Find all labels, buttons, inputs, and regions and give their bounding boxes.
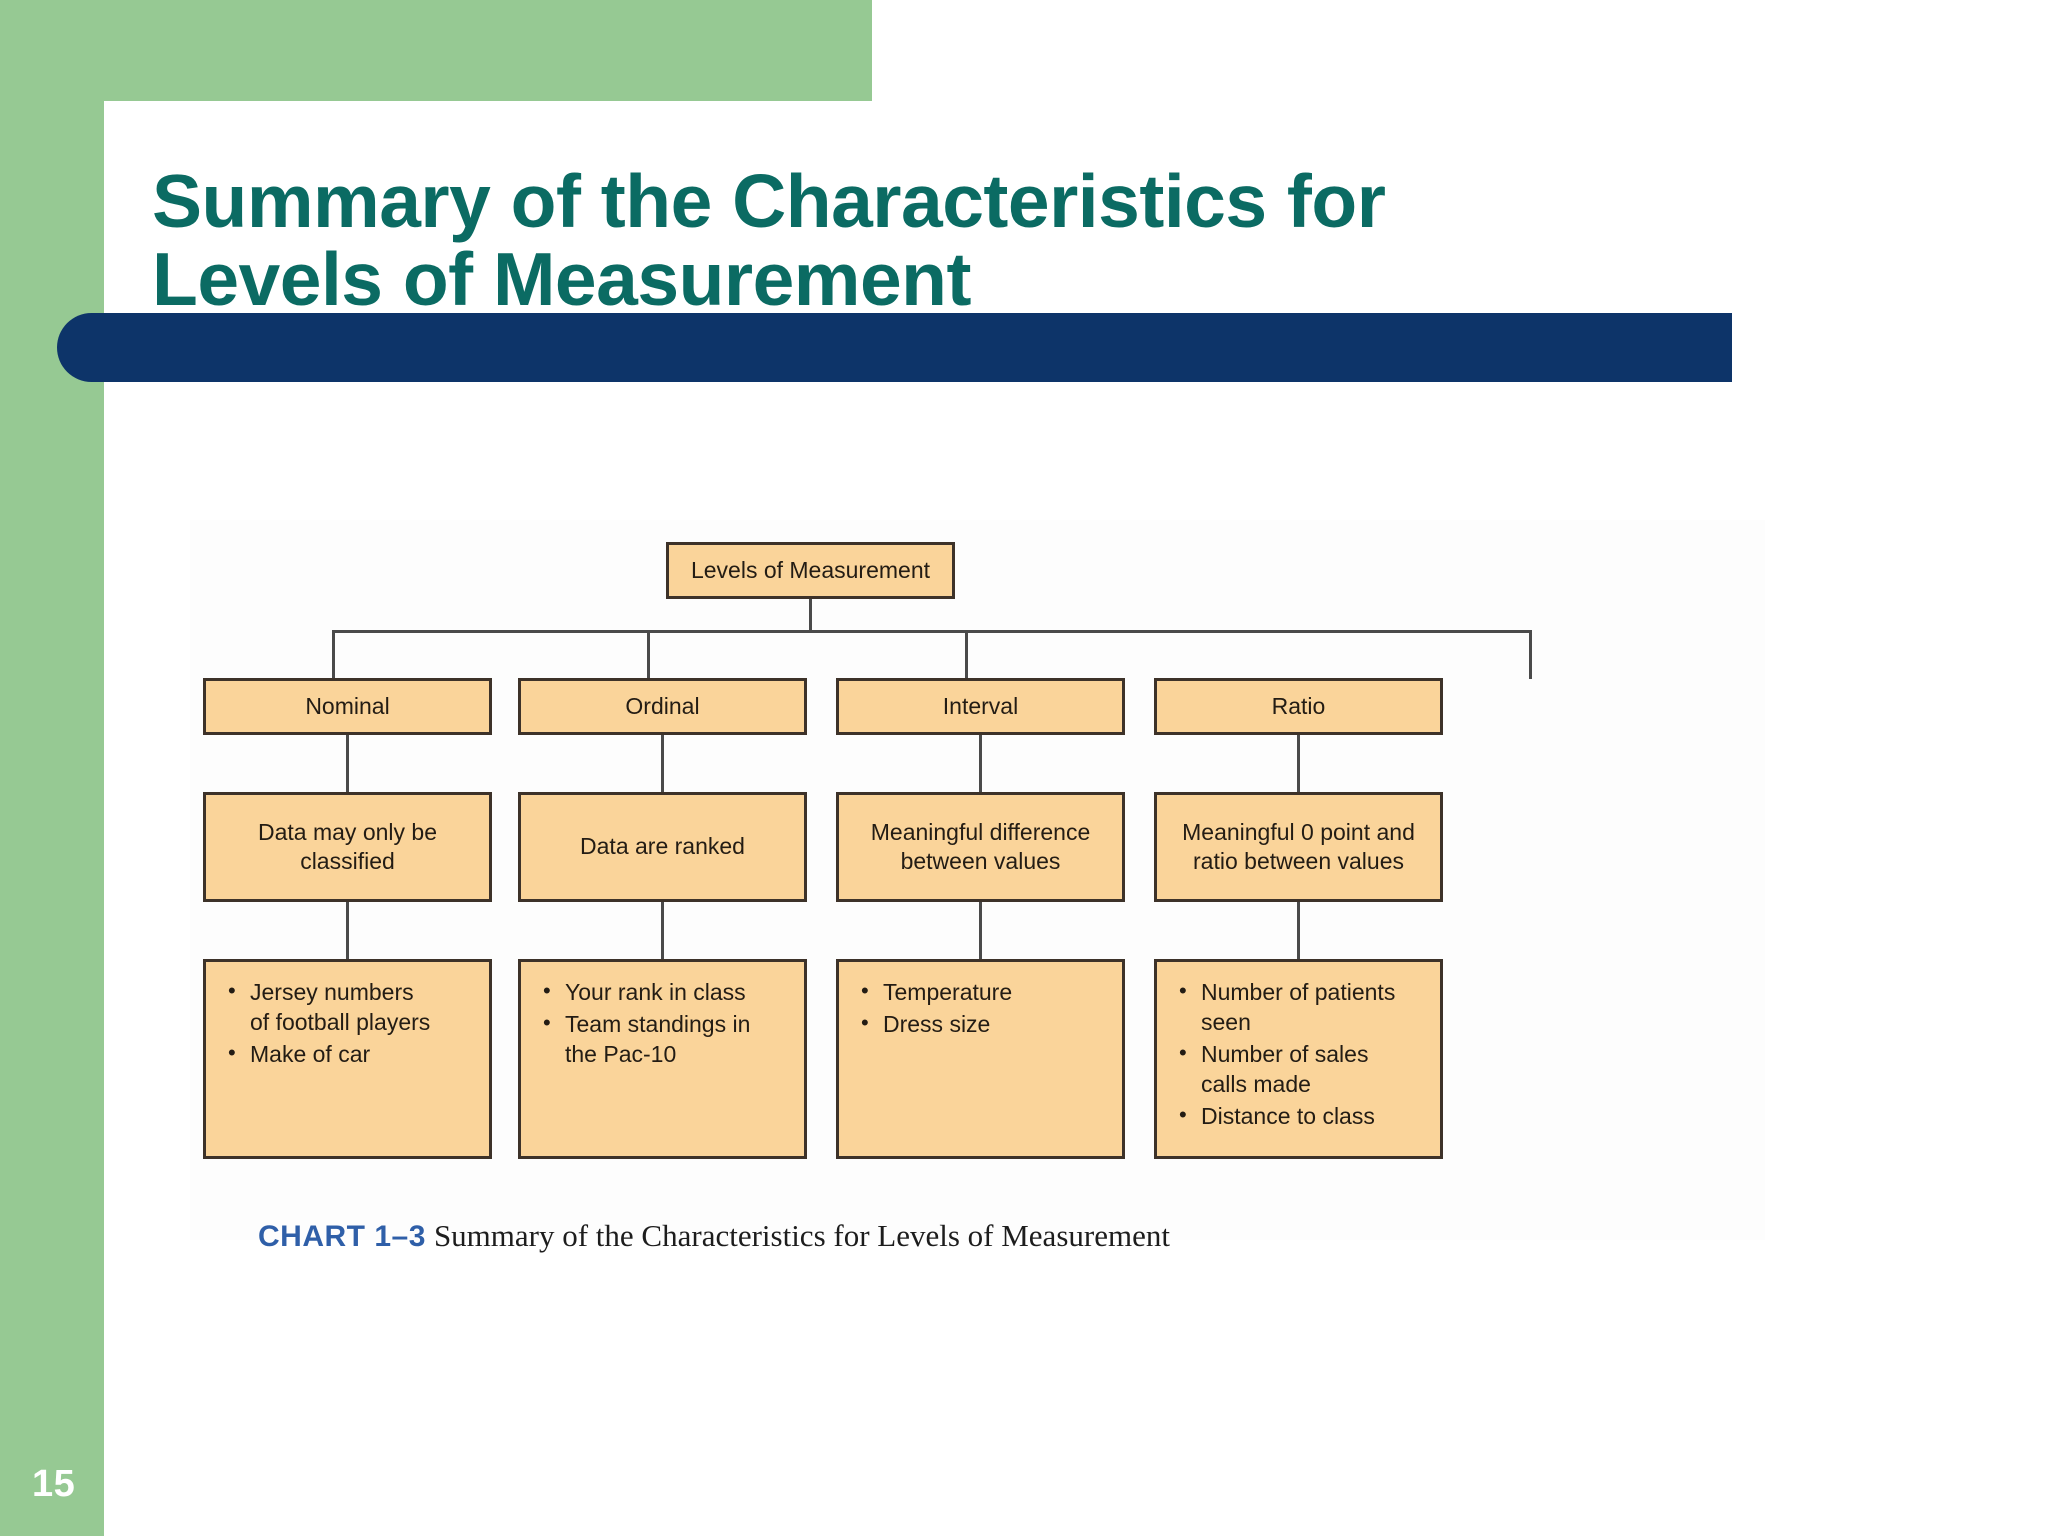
diagram-examples-node-interval: TemperatureDress size [836,959,1125,1159]
top-green-block [0,0,872,101]
connector-drop-ratio [1529,630,1532,679]
diagram-level-node-ordinal: Ordinal [518,678,807,735]
page-number: 15 [32,1463,76,1505]
examples-list-ordinal: Your rank in classTeam standings in the … [539,977,790,1072]
diagram-level-node-nominal: Nominal [203,678,492,735]
connector-level-desc-nominal [346,735,349,792]
figure-caption: CHART 1–3 Summary of the Characteristics… [258,1218,1170,1254]
examples-list-interval: TemperatureDress size [857,977,1108,1042]
list-item: Make of car [224,1039,475,1070]
connector-drop-interval [965,630,968,679]
title-underline-bar-cap [1660,313,1732,382]
caption-chart-label: CHART 1–3 [258,1220,426,1253]
connector-level-desc-ordinal [661,735,664,792]
examples-list-ratio: Number of patients seenNumber of sales c… [1175,977,1426,1133]
level-label-interval: Interval [942,692,1019,719]
examples-list-nominal: Jersey numbers of football playersMake o… [224,977,475,1072]
connector-desc-examples-ordinal [661,902,664,959]
list-item: Jersey numbers of football players [224,977,475,1038]
list-item: Dress size [857,1009,1108,1040]
page-title: Summary of the Characteristics for Level… [152,159,1386,322]
connector-root-stem [809,599,812,631]
list-item: Temperature [857,977,1108,1008]
level-label-nominal: Nominal [305,692,390,719]
connector-desc-examples-nominal [346,902,349,959]
left-green-rail [0,0,104,1536]
list-item: Number of sales calls made [1175,1039,1426,1100]
connector-bus [332,630,1532,633]
diagram-root-node: Levels of Measurement [666,542,955,599]
connector-level-desc-ratio [1297,735,1300,792]
description-interval: Meaningful difference between values [870,818,1091,874]
title-underline-bar [57,313,1732,382]
connector-level-desc-interval [979,735,982,792]
description-nominal: Data may only be classified [258,818,437,874]
diagram-description-node-ratio: Meaningful 0 point and ratio between val… [1154,792,1443,902]
list-item: Number of patients seen [1175,977,1426,1038]
diagram-description-node-interval: Meaningful difference between values [836,792,1125,902]
diagram-root-label: Levels of Measurement [690,556,931,583]
diagram-level-node-ratio: Ratio [1154,678,1443,735]
connector-drop-ordinal [647,630,650,679]
list-item: Distance to class [1175,1101,1426,1132]
connector-drop-nominal [332,630,335,679]
diagram-examples-node-ordinal: Your rank in classTeam standings in the … [518,959,807,1159]
diagram-level-node-interval: Interval [836,678,1125,735]
connector-desc-examples-interval [979,902,982,959]
description-ratio: Meaningful 0 point and ratio between val… [1182,818,1415,874]
level-label-ordinal: Ordinal [625,692,700,719]
list-item: Team standings in the Pac-10 [539,1009,790,1070]
levels-of-measurement-diagram: Levels of Measurement Nominal Ordinal In… [190,520,1765,1240]
caption-chart-text: Summary of the Characteristics for Level… [433,1218,1170,1253]
diagram-description-node-nominal: Data may only be classified [203,792,492,902]
diagram-examples-node-nominal: Jersey numbers of football playersMake o… [203,959,492,1159]
diagram-description-node-ordinal: Data are ranked [518,792,807,902]
level-label-ratio: Ratio [1271,692,1326,719]
list-item: Your rank in class [539,977,790,1008]
description-ordinal: Data are ranked [580,833,745,860]
diagram-examples-node-ratio: Number of patients seenNumber of sales c… [1154,959,1443,1159]
connector-desc-examples-ratio [1297,902,1300,959]
